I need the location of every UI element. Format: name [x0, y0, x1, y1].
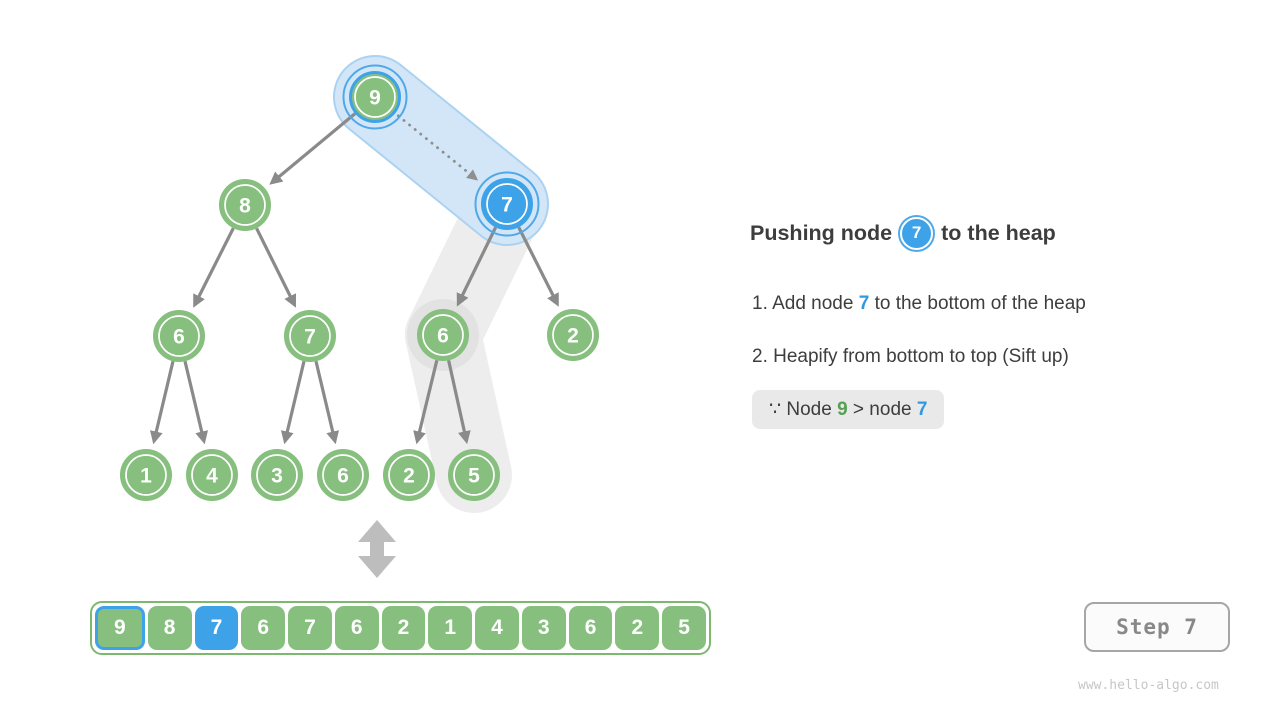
tree-node-1: 1 [120, 449, 172, 501]
tree-edge [193, 227, 235, 308]
text-segment: Pushing node [750, 220, 893, 245]
text-segment: 7 [858, 293, 870, 314]
tree-edge [517, 226, 559, 307]
tree-node-6: 6 [417, 309, 469, 361]
text-segment: 1. Add node [752, 293, 859, 314]
node-value: 6 [437, 325, 449, 348]
text-segment: to the bottom of the heap [869, 293, 1086, 314]
node-value: 6 [337, 465, 349, 488]
tree-edge [447, 360, 471, 445]
tree-node-9: 9 [349, 71, 401, 123]
tree-edge [314, 360, 340, 445]
array-cell: 5 [662, 606, 706, 650]
instruction-step-2: 2. Heapify from bottom to top (Sift up) [752, 346, 1069, 368]
array-cell: 7 [194, 606, 239, 650]
extra-shapes [358, 520, 396, 578]
because-note: ∵ Node 9 > node 7 [752, 390, 945, 429]
node-value: 2 [403, 465, 415, 488]
array-cell: 6 [241, 606, 286, 650]
node-7-badge: 7 [900, 216, 934, 250]
node-value: 7 [304, 326, 316, 349]
array-cell: 2 [381, 606, 426, 650]
node-value: 1 [140, 465, 152, 488]
array-cell: 4 [475, 606, 519, 650]
watermark: www.hello-algo.com [1078, 678, 1219, 693]
swap-arrow [396, 114, 479, 181]
step-indicator: Step 7 [1084, 602, 1230, 652]
figure-title: Pushing node 7 to the heap [750, 214, 1056, 252]
tree-node-7: 7 [284, 310, 336, 362]
text-segment: 2. Heapify from bottom to top (Sift up) [752, 346, 1069, 367]
node-value: 4 [206, 465, 218, 488]
array-cell: 3 [521, 606, 566, 650]
tree-node-4: 4 [186, 449, 238, 501]
tree-edge [149, 360, 175, 445]
tree-edge [255, 227, 296, 308]
tree-edge [413, 359, 439, 445]
node-value: 7 [501, 194, 513, 217]
text-segment: to the heap [941, 220, 1056, 245]
swap-highlight-band [335, 57, 547, 244]
tree-node-3: 3 [251, 449, 303, 501]
highlight-bands [333, 55, 549, 513]
node-value: 8 [239, 195, 251, 218]
tree-node-2: 2 [383, 449, 435, 501]
tree-edge [183, 360, 209, 445]
tree-node-8: 8 [219, 179, 271, 231]
text-segment: 7 [916, 399, 928, 420]
node-value: 6 [173, 326, 185, 349]
blue-halo-ring [342, 64, 408, 130]
blue-halo-ring [474, 171, 540, 237]
node-value: 9 [369, 87, 381, 110]
array-cell: 8 [147, 606, 192, 650]
tree-node-7: 7 [481, 178, 533, 230]
array-cell: 6 [568, 606, 613, 650]
array-cell: 7 [288, 606, 332, 650]
array-cell: 9 [95, 606, 145, 650]
tree-node-6: 6 [153, 310, 205, 362]
text-segment: 9 [837, 399, 848, 420]
node-value: 2 [567, 325, 579, 348]
text-segment: ∵ Node [769, 399, 838, 420]
tree-node-2: 2 [547, 309, 599, 361]
tree-nodes: 9 8 7 6 7 6 2 1 4 3 6 2 5 [120, 71, 599, 501]
tree-edge [456, 226, 498, 307]
array-cell: 2 [615, 606, 660, 650]
tree-array-sync-arrow-icon [358, 520, 396, 578]
tree-edge [269, 112, 357, 185]
tree-edges [149, 112, 559, 445]
tree-node-6: 6 [317, 449, 369, 501]
instruction-step-1: 1. Add node 7 to the bottom of the heap [752, 293, 1086, 315]
text-segment: > node [847, 399, 917, 420]
node-value: 5 [468, 465, 480, 488]
node-value: 3 [271, 465, 283, 488]
tree-edge [280, 360, 306, 445]
tree-node-5: 5 [448, 449, 500, 501]
array-cell: 6 [334, 606, 379, 650]
node-halos [342, 64, 540, 237]
array-cell: 1 [428, 606, 473, 650]
